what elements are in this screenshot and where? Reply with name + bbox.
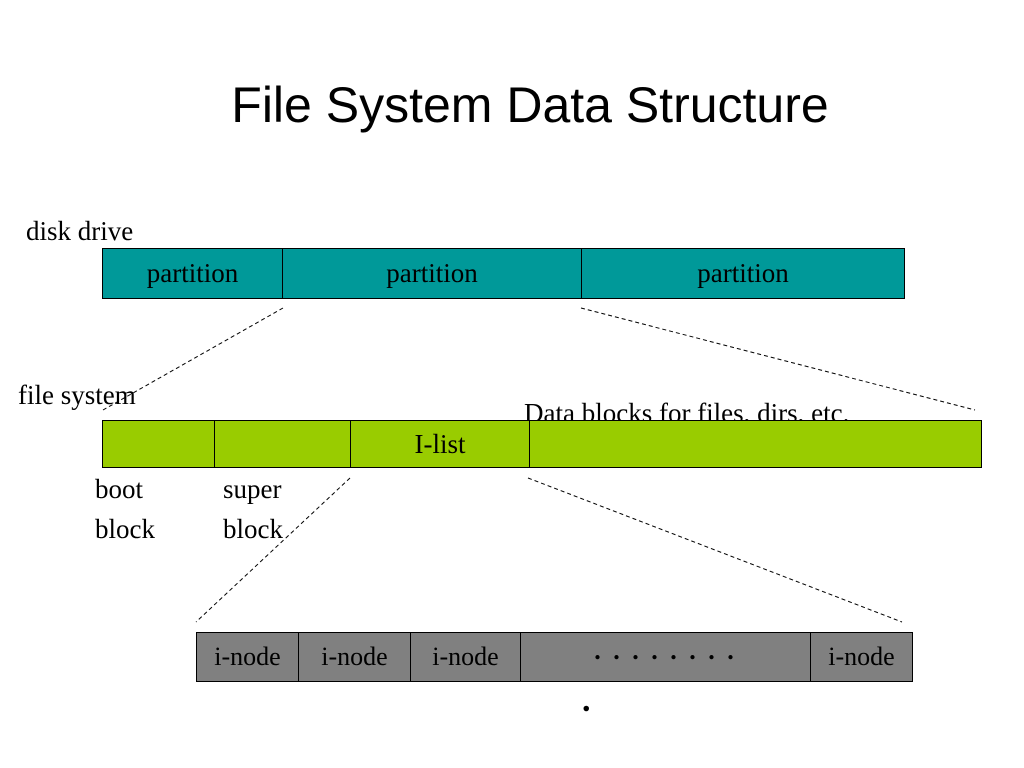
super-label-line1: super [223, 474, 282, 504]
super-label-line2: block [223, 514, 283, 544]
inode-ellipsis-tail: . [582, 682, 591, 719]
partition-3: partition [697, 258, 789, 288]
ilist-bar: i-node i-node i-node . . . . . . . . i-n… [196, 632, 913, 682]
inode-ellipsis: . . . . . . . . [521, 633, 811, 681]
partition-1: partition [103, 249, 283, 298]
connector-ilist-right [527, 477, 903, 623]
disk-drive-label: disk drive [26, 216, 134, 246]
inode-1: i-node [197, 633, 299, 681]
file-system-bar: I-list [102, 420, 982, 468]
data-blocks-cell [530, 421, 981, 467]
boot-label-line2: block [95, 514, 155, 544]
inode-3: i-node [411, 633, 521, 681]
inode-last: i-node [828, 642, 895, 671]
slide-title: File System Data Structure [231, 77, 829, 133]
file-system-label: file system [18, 380, 136, 410]
boot-block-cell [103, 421, 215, 467]
inode-2: i-node [299, 633, 411, 681]
boot-label-line1: boot [95, 474, 144, 504]
ilist-cell: I-list [351, 421, 530, 467]
partition-2: partition [283, 249, 582, 298]
disk-drive-bar: partition partition partition [102, 248, 905, 299]
connector-partition-right [580, 307, 976, 411]
super-block-cell [215, 421, 351, 467]
